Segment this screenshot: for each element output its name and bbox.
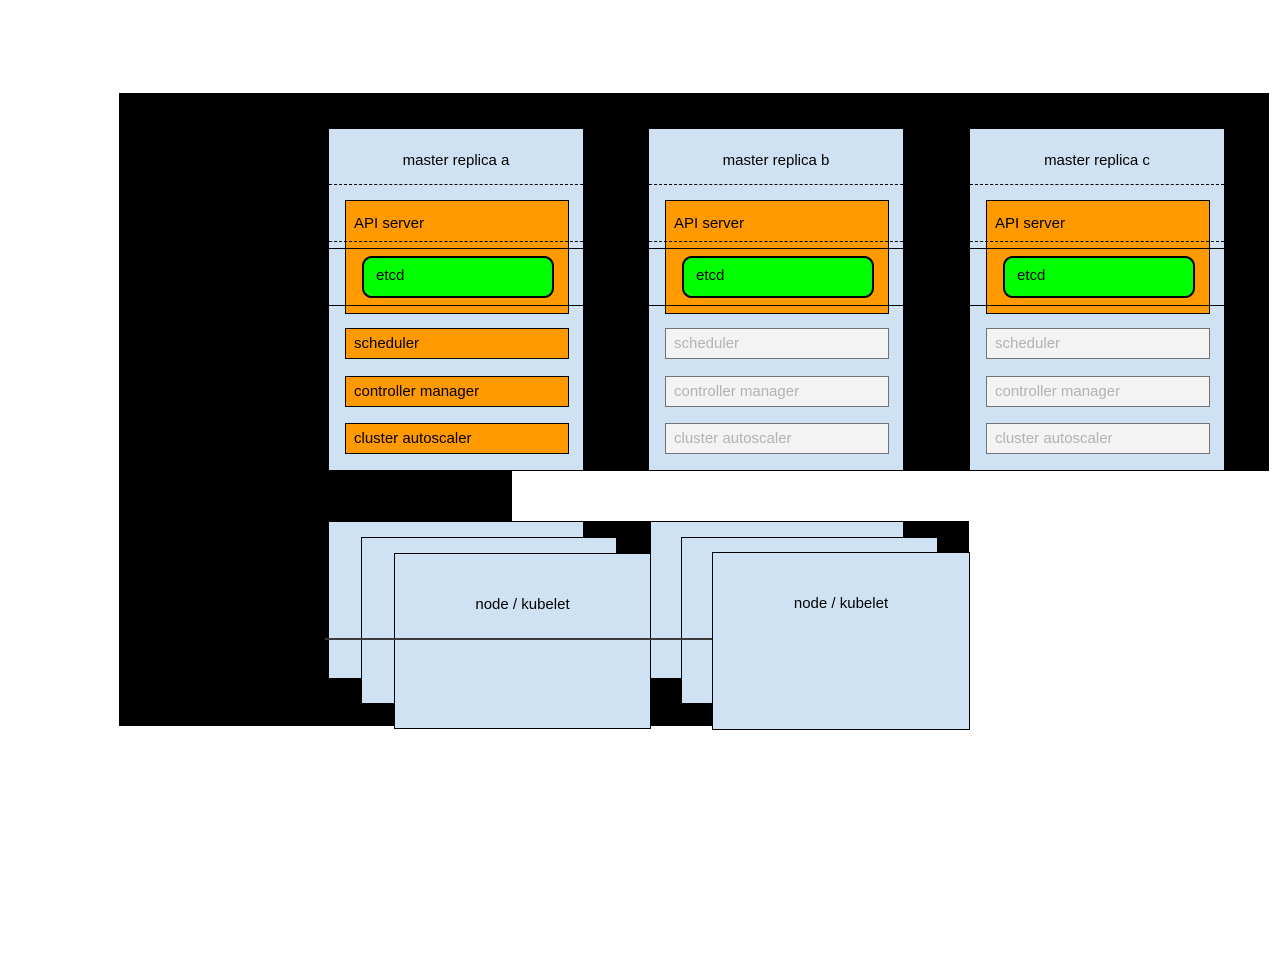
- cluster-autoscaler-box: cluster autoscaler: [665, 423, 889, 454]
- solid-divider: [970, 305, 1224, 306]
- dashed-divider: [329, 184, 583, 185]
- etcd-label: etcd: [696, 267, 725, 284]
- cluster-autoscaler-box: cluster autoscaler: [986, 423, 1210, 454]
- controller-manager-label: controller manager: [354, 383, 480, 400]
- etcd-label: etcd: [376, 267, 405, 284]
- controller-manager-label: controller manager: [995, 383, 1121, 400]
- cluster-autoscaler-label: cluster autoscaler: [995, 430, 1113, 447]
- master-replica-c-box: master replica c API server etcd schedul…: [969, 128, 1225, 471]
- cluster-autoscaler-label: cluster autoscaler: [354, 430, 472, 447]
- controller-manager-box: controller manager: [986, 376, 1210, 407]
- controller-manager-box: controller manager: [345, 376, 569, 407]
- node-network-line: [325, 638, 718, 640]
- scheduler-label: scheduler: [995, 335, 1061, 352]
- solid-divider: [970, 248, 1224, 249]
- api-server-label: API server: [354, 215, 425, 232]
- black-background-panel-left: [119, 471, 512, 521]
- node-kubelet-label: node / kubelet: [793, 595, 889, 612]
- node-kubelet-box: node / kubelet: [712, 552, 970, 730]
- solid-divider: [329, 305, 583, 306]
- dashed-divider: [970, 241, 1224, 242]
- solid-divider: [329, 248, 583, 249]
- dashed-divider: [649, 241, 903, 242]
- master-replica-c-title: master replica c: [1044, 152, 1150, 169]
- dashed-divider: [329, 241, 583, 242]
- controller-manager-box: controller manager: [665, 376, 889, 407]
- scheduler-box: scheduler: [345, 328, 569, 359]
- dashed-divider: [970, 184, 1224, 185]
- controller-manager-label: controller manager: [674, 383, 800, 400]
- scheduler-box: scheduler: [665, 328, 889, 359]
- node-kubelet-box: node / kubelet: [394, 553, 651, 729]
- node-kubelet-label: node / kubelet: [475, 596, 570, 613]
- solid-divider: [649, 248, 903, 249]
- etcd-label: etcd: [1017, 267, 1046, 284]
- scheduler-label: scheduler: [354, 335, 420, 352]
- etcd-box: etcd: [682, 256, 874, 298]
- master-replica-a-title: master replica a: [402, 152, 510, 169]
- cluster-autoscaler-box: cluster autoscaler: [345, 423, 569, 454]
- api-server-label: API server: [674, 215, 745, 232]
- etcd-box: etcd: [1003, 256, 1195, 298]
- master-replica-b-title: master replica b: [722, 152, 830, 169]
- master-replica-a-box: master replica a API server etcd schedul…: [328, 128, 584, 471]
- cluster-autoscaler-label: cluster autoscaler: [674, 430, 792, 447]
- master-replica-b-box: master replica b API server etcd schedul…: [648, 128, 904, 471]
- api-server-label: API server: [995, 215, 1066, 232]
- dashed-divider: [649, 184, 903, 185]
- solid-divider: [649, 305, 903, 306]
- scheduler-label: scheduler: [674, 335, 740, 352]
- scheduler-box: scheduler: [986, 328, 1210, 359]
- etcd-box: etcd: [362, 256, 554, 298]
